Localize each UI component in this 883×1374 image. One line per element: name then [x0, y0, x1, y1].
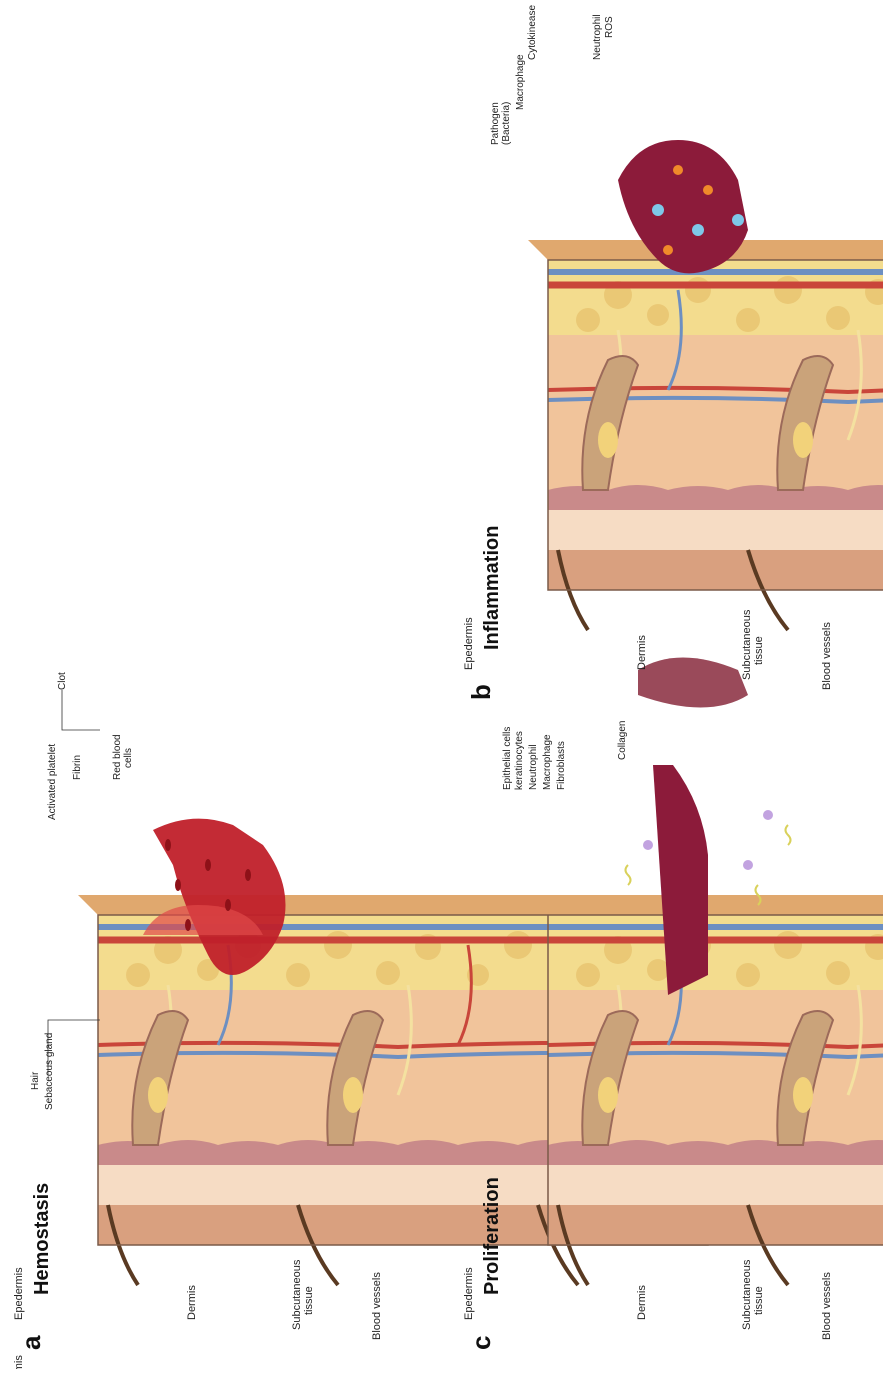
- panel-c-macrophage: Macrophage: [542, 734, 553, 790]
- panel-c-fibroblasts: Fibroblasts: [556, 741, 567, 790]
- panel-c-title: Proliferation: [481, 1177, 503, 1295]
- panel-b-blood-vessels: Blood vessels: [821, 622, 833, 690]
- panel-c-letter: c: [466, 1336, 496, 1350]
- panel-a-dermis-text: Dermis: [186, 1285, 198, 1320]
- panel-a-sebaceous: Sebaceous gland: [44, 1033, 55, 1110]
- panel-a-blood-vessels: Blood vessels: [371, 1272, 383, 1340]
- panel-a-rbc-1: Red blood: [112, 734, 123, 780]
- panel-a-letter: a: [16, 1335, 46, 1350]
- panel-b: [528, 140, 883, 630]
- panel-a-hair: Hair: [30, 1071, 41, 1090]
- panel-a-rbc-2: cells: [123, 748, 134, 768]
- panel-b-pathogen-1: Pathogen: [490, 102, 501, 145]
- panel-c-subcutaneous-2: tissue: [753, 1286, 765, 1315]
- panel-b-neutrophil: Neutrophil: [592, 14, 603, 60]
- panel-a-activated-platelet: Activated platelet: [47, 744, 58, 820]
- panel-b-macrophage: Macrophage: [515, 54, 526, 110]
- panel-c-dermis-label: Dermis: [636, 1285, 648, 1320]
- panel-c-epidermis-label: Epedermis: [463, 1267, 475, 1320]
- panel-a-title: Hemostasis: [31, 1183, 53, 1295]
- panel-a-fibrin: Fibrin: [72, 755, 83, 780]
- panel-b-letter: b: [466, 684, 496, 700]
- panel-c-blood-vessels: Blood vessels: [821, 1272, 833, 1340]
- panel-c-collagen: Collagen: [617, 721, 628, 760]
- panel-b-ros: ROS: [604, 16, 615, 38]
- panel-b-subcutaneous-1: Subcutaneous: [741, 609, 753, 680]
- panel-b-dermis-label: Dermis: [636, 635, 648, 670]
- panel-a-subcutaneous-2: tissue: [303, 1286, 315, 1315]
- panel-a-clot: Clot: [57, 672, 68, 690]
- panel-a-subcutaneous-1: Subcutaneous: [291, 1259, 303, 1330]
- panel-c-neutrophil: Neutrophil: [528, 744, 539, 790]
- panel-b-subcutaneous-2: tissue: [753, 636, 765, 665]
- panel-c: [528, 658, 883, 1286]
- panel-b-pathogen-2: (Bacteria): [501, 102, 512, 145]
- panel-b-cytokinease: Cytokinease: [527, 5, 538, 60]
- panel-b-title: Inflammation: [481, 526, 503, 650]
- panel-c-subcutaneous-1: Subcutaneous: [741, 1259, 753, 1330]
- panel-c-epithelial: Epithelial cells: [502, 727, 513, 790]
- panel-b-epidermis-label: Epedermis: [463, 617, 475, 670]
- panel-a-dermis-label: Dermis: [13, 1355, 25, 1369]
- panel-c-keratinocytes: keratinocytes: [514, 731, 525, 790]
- panel-a-epidermis-label: Epedermis: [13, 1267, 25, 1320]
- panel-a-leader-hair: [48, 1020, 100, 1075]
- panel-a-leader-clot: [62, 690, 100, 730]
